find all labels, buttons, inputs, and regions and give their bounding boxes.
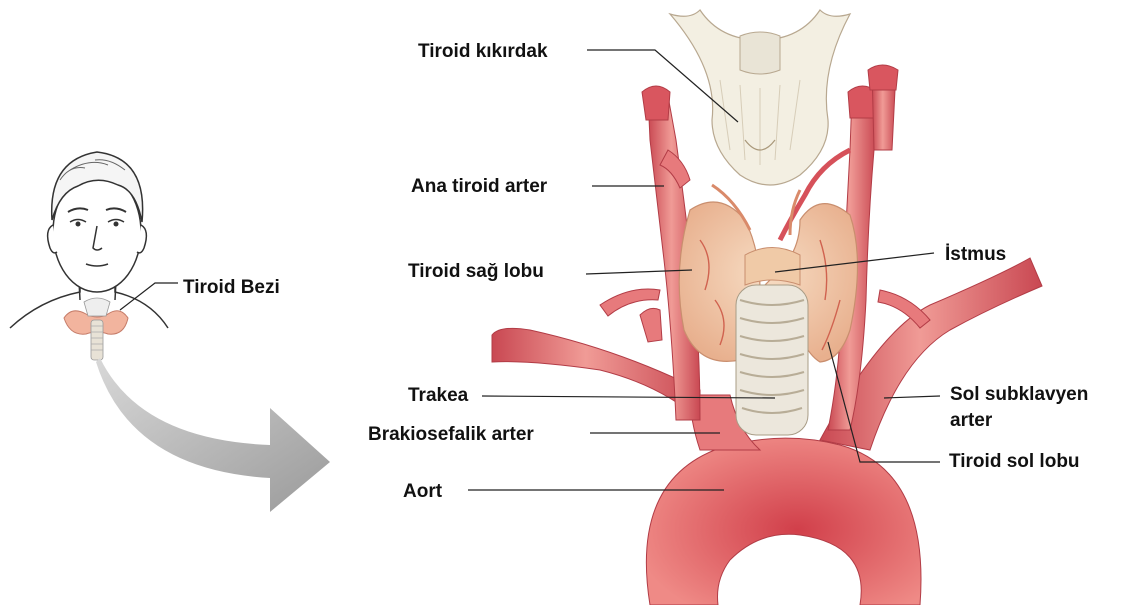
label-tiroid-sol-lobu: Tiroid sol lobu xyxy=(949,451,1080,473)
leader-trakea xyxy=(482,396,775,398)
label-istmus: İstmus xyxy=(945,244,1006,266)
anatomy-illustration xyxy=(492,10,1042,605)
label-tiroid-sag-lobu: Tiroid sağ lobu xyxy=(408,261,544,283)
label-trakea: Trakea xyxy=(408,385,468,407)
label-tiroid-kikirdak: Tiroid kıkırdak xyxy=(418,41,548,63)
label-brakiosefalik-arter: Brakiosefalik arter xyxy=(368,424,534,446)
label-ana-tiroid-arter: Ana tiroid arter xyxy=(411,176,547,198)
zoom-arrow xyxy=(96,358,330,512)
label-tiroid-bezi: Tiroid Bezi xyxy=(183,277,280,299)
label-aort: Aort xyxy=(403,481,442,503)
label-sol-subklavyen-arter: Sol subklavyen arter xyxy=(950,382,1100,434)
